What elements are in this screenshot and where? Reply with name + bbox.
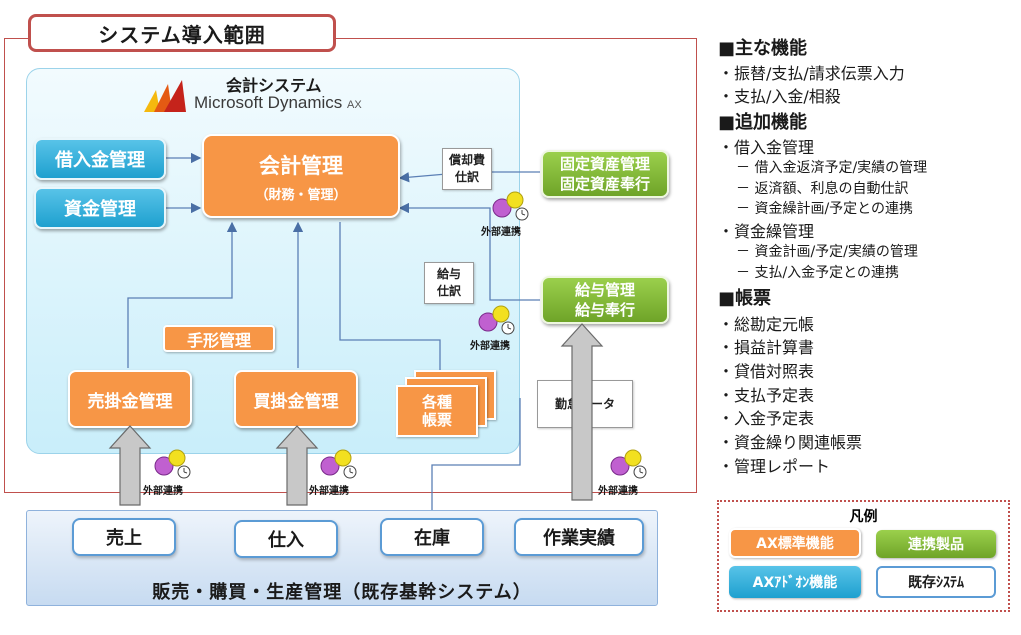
loan-feature-sub: － 借入金返済予定/実績の管理 — [736, 160, 928, 176]
payroll-box: 給与管理 給与奉行 — [541, 276, 669, 324]
fixed-assets-line1: 固定資産管理 — [559, 155, 650, 173]
external-link-label: 外部連携 — [143, 486, 183, 497]
external-link-label: 外部連携 — [309, 486, 349, 497]
salary-journal-doc: 給与仕訳 — [424, 262, 474, 304]
loan-feature-sub: － 資金繰計画/予定との連携 — [736, 201, 914, 217]
loan-feature-item: ・借入金管理 — [718, 138, 815, 157]
reports-heading: ■帳票 — [718, 288, 772, 309]
fixed-assets-line2: 固定資産奉行 — [559, 175, 650, 193]
legend-ax-addon: AXｱﾄﾞｵﾝ機能 — [729, 566, 861, 598]
cash-feature-sub: － 資金計画/予定/実績の管理 — [736, 244, 918, 260]
legend-title: 凡例 — [849, 509, 878, 525]
main-feature-item: ・支払/入金/相殺 — [718, 87, 841, 106]
work-results-box: 作業実績 — [514, 518, 644, 556]
legend-frame — [717, 500, 1010, 612]
various-reports-box: 各種 帳票 — [396, 385, 478, 437]
various-reports-line2: 帳票 — [421, 411, 452, 429]
payroll-line2: 給与奉行 — [574, 301, 635, 319]
legend-existing-system: 既存ｼｽﾃﾑ — [876, 566, 996, 598]
payables-box: 買掛金管理 — [234, 370, 358, 428]
report-item: ・支払予定表 — [718, 386, 815, 405]
main-feature-item: ・振替/支払/請求伝票入力 — [718, 64, 905, 83]
report-item: ・資金繰り関連帳票 — [718, 433, 863, 452]
scope-title: システム導入範囲 — [28, 14, 336, 52]
fund-management-box: 資金管理 — [34, 187, 166, 229]
microsoft-dynamics-logo-text: Microsoft Dynamics AX — [194, 93, 362, 113]
payroll-line1: 給与管理 — [574, 281, 635, 299]
external-link-icon — [320, 449, 357, 479]
inventory-box: 在庫 — [380, 518, 484, 556]
logo-text: Microsoft Dynamics — [194, 93, 343, 112]
depreciation-line2: 仕訳 — [454, 170, 479, 184]
external-link-icon — [610, 449, 647, 479]
report-item: ・管理レポート — [718, 457, 831, 476]
external-link-icon — [154, 449, 191, 479]
loan-management-box: 借入金管理 — [34, 138, 166, 180]
additional-features-heading: ■追加機能 — [718, 112, 808, 133]
depreciation-line1: 償却費 — [448, 153, 485, 167]
cash-feature-item: ・資金繰管理 — [718, 222, 815, 241]
receivables-box: 売掛金管理 — [68, 370, 192, 428]
depreciation-journal-doc: 償却費仕訳 — [442, 148, 492, 190]
sales-box: 売上 — [72, 518, 176, 556]
various-reports-line1: 各種 — [421, 393, 452, 411]
report-item: ・総勘定元帳 — [718, 315, 815, 334]
attendance-data-doc: 勤怠データ — [537, 380, 633, 428]
connector-arrows — [127, 152, 540, 510]
existing-system-title: 販売・購買・生産管理（既存基幹システム） — [152, 582, 532, 603]
accounting-system-title: 会計システム — [226, 76, 322, 95]
external-link-label: 外部連携 — [481, 227, 521, 238]
legend-linked-product: 連携製品 — [876, 530, 996, 558]
logo-suffix: AX — [347, 99, 362, 111]
accounting-management-box: 会計管理 （財務・管理） — [202, 134, 400, 218]
cash-feature-sub: － 支払/入金予定との連携 — [736, 265, 900, 281]
legend-ax-standard: AX標準機能 — [729, 528, 861, 558]
accounting-management-sublabel: （財務・管理） — [255, 187, 347, 203]
main-features-heading: ■主な機能 — [718, 38, 808, 59]
report-item: ・入金予定表 — [718, 409, 815, 428]
purchasing-box: 仕入 — [234, 520, 338, 558]
loan-feature-sub: － 返済額、利息の自動仕訳 — [736, 181, 909, 197]
fixed-assets-box: 固定資産管理 固定資産奉行 — [541, 150, 669, 198]
microsoft-dynamics-logo-icon — [144, 80, 186, 112]
accounting-management-label: 会計管理 — [259, 153, 343, 178]
salary-line2: 仕訳 — [436, 284, 461, 298]
report-item: ・貸借対照表 — [718, 362, 815, 381]
external-link-icon — [492, 191, 529, 221]
salary-line1: 給与 — [436, 267, 461, 281]
external-link-icon — [478, 305, 515, 335]
external-link-label: 外部連携 — [598, 486, 638, 497]
report-item: ・損益計算書 — [718, 338, 815, 357]
scope-frame — [4, 38, 697, 493]
bill-management-box: 手形管理 — [163, 325, 275, 352]
external-link-label: 外部連携 — [470, 341, 510, 352]
